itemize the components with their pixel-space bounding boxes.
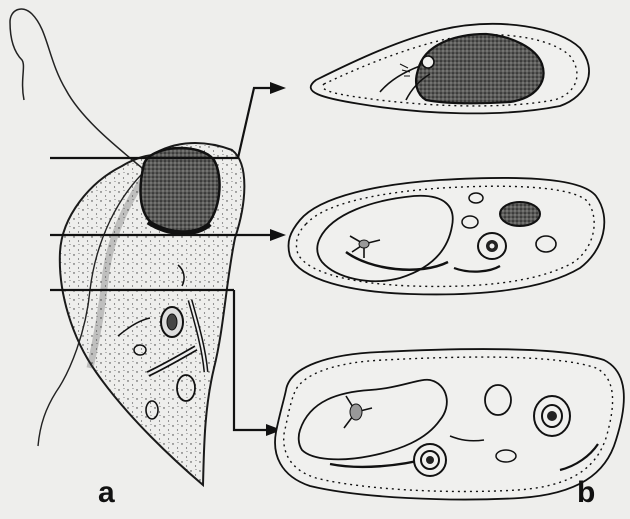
cross-section-top [311, 24, 589, 113]
organelle-1-core [167, 314, 177, 330]
panel-label-b: b [577, 478, 595, 508]
whole-cell-drawing [10, 9, 244, 485]
nucleus [141, 148, 220, 233]
panel-label-a: a [98, 478, 115, 508]
arrowhead-top [270, 82, 286, 94]
arrowhead-middle [270, 229, 286, 241]
cross-section-middle [288, 178, 604, 295]
anterior-flagellum [10, 9, 152, 176]
cross-section-bottom [275, 349, 624, 499]
